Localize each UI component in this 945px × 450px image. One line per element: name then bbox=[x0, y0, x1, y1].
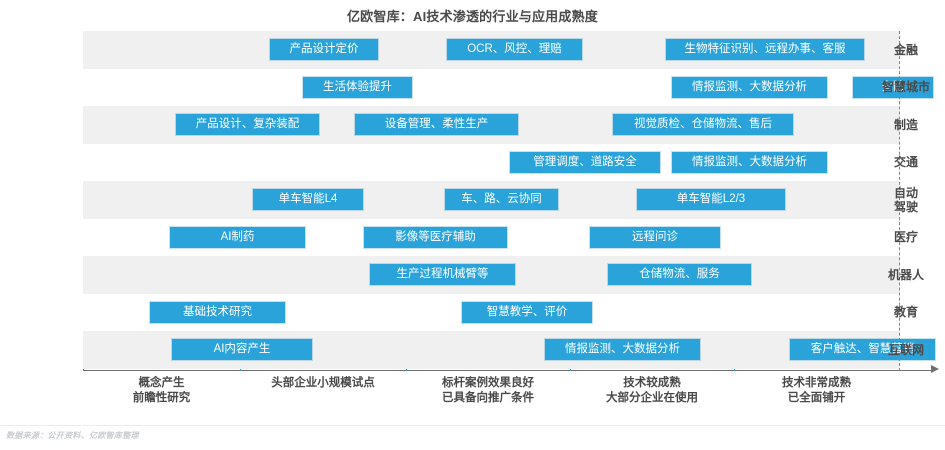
x-stage-label-3: 标杆案例效果良好已具备向推广条件 bbox=[406, 376, 570, 406]
x-axis-line bbox=[83, 370, 933, 371]
x-stage-label-line1: 头部企业小规模试点 bbox=[271, 377, 375, 389]
x-stage-label-line2: 前瞻性研究 bbox=[132, 392, 191, 404]
footer-divider bbox=[0, 425, 945, 426]
y-axis-label-医疗: 医疗 bbox=[867, 230, 945, 244]
y-axis-label-line: 医疗 bbox=[893, 230, 918, 245]
gridline-5 bbox=[899, 31, 900, 371]
x-stage-label-line1: 技术非常成熟 bbox=[782, 377, 851, 389]
bar-segment[interactable]: 远程问诊 bbox=[590, 226, 720, 248]
y-axis-label-交通: 交通 bbox=[867, 155, 945, 169]
x-stage-label-line1: 概念产生 bbox=[138, 377, 185, 389]
x-stage-label-4: 技术较成熟大部分企业在使用 bbox=[570, 376, 734, 406]
bar-segment[interactable]: 安防 bbox=[853, 76, 933, 98]
bar-segment[interactable]: 生物特征识别、远程办事、客服 bbox=[666, 39, 864, 61]
bar-segment[interactable]: 影像等医疗辅助 bbox=[364, 226, 507, 248]
chart-row: 生活体验提升 情报监测、大数据分析 安防 bbox=[83, 68, 933, 106]
bar-segment[interactable]: 基础技术研究 bbox=[150, 301, 285, 323]
chart-row: 产品设计、复杂装配 设备管理、柔性生产 视觉质检、仓储物流、售后 bbox=[83, 106, 899, 144]
y-axis-label-教育: 教育 bbox=[867, 305, 945, 319]
bar-segment[interactable]: 设备管理、柔性生产 bbox=[355, 114, 518, 136]
x-stage-label-1: 概念产生前瞻性研究 bbox=[83, 376, 240, 406]
x-stage-label-line2: 大部分企业在使用 bbox=[606, 392, 698, 404]
y-axis-label-制造: 制造 bbox=[867, 118, 945, 132]
y-axis-label-机器人: 机器人 bbox=[867, 268, 945, 282]
bar-segment[interactable]: 情报监测、大数据分析 bbox=[545, 339, 700, 361]
bar-segment[interactable]: 客户触达、智慧营销 bbox=[790, 339, 935, 361]
x-stage-label-line1: 标杆案例效果良好 bbox=[442, 377, 534, 389]
bar-segment[interactable]: AI制药 bbox=[170, 226, 305, 248]
bar-segment[interactable]: 单车智能L4 bbox=[253, 189, 363, 211]
bar-segment[interactable]: AI内容产生 bbox=[172, 339, 312, 361]
bar-segment[interactable]: 车、路、云协同 bbox=[445, 189, 558, 211]
x-axis-arrow-icon bbox=[931, 365, 939, 373]
y-axis-label-line: 金融 bbox=[893, 42, 918, 57]
y-axis-label-line: 教育 bbox=[893, 305, 918, 320]
bar-segment[interactable]: 产品设计定价 bbox=[270, 39, 378, 61]
bar-segment[interactable]: 管理调度、道路安全 bbox=[510, 151, 660, 173]
bar-segment[interactable]: 产品设计、复杂装配 bbox=[176, 114, 319, 136]
chart-row: AI制药 影像等医疗辅助 远程问诊 bbox=[83, 218, 899, 256]
x-stage-label-5: 技术非常成熟已全面铺开 bbox=[734, 376, 899, 406]
bar-segment[interactable]: 情报监测、大数据分析 bbox=[672, 151, 827, 173]
y-axis-label-line: 制造 bbox=[893, 117, 918, 132]
chart-row: 基础技术研究 智慧教学、评价 bbox=[83, 293, 899, 331]
y-axis-label-自动驾驶: 自动驾驶 bbox=[867, 186, 945, 214]
source-note: 数据来源：公开资料、亿欧智库整理 bbox=[6, 431, 139, 440]
chart-row: 生产过程机械臂等 仓储物流、服务 bbox=[83, 256, 899, 294]
bar-segment[interactable]: OCR、风控、理赔 bbox=[447, 39, 582, 61]
bar-segment[interactable]: 情报监测、大数据分析 bbox=[672, 76, 827, 98]
chart-row: 单车智能L4 车、路、云协同 单车智能L2/3 bbox=[83, 181, 899, 219]
bar-segment[interactable]: 仓储物流、服务 bbox=[608, 264, 751, 286]
chart-row: AI内容产生 情报监测、大数据分析 客户触达、智慧营销 bbox=[83, 331, 935, 369]
x-stage-label-2: 头部企业小规模试点 bbox=[240, 376, 406, 391]
y-axis-label-智慧城市: 智慧城市 bbox=[867, 80, 945, 94]
bar-segment[interactable]: 智慧教学、评价 bbox=[462, 301, 592, 323]
chart-row: 产品设计定价 OCR、风控、理赔 生物特征识别、远程办事、客服 bbox=[83, 31, 899, 69]
y-axis-label-line: 互联网 bbox=[887, 342, 924, 357]
chart-row: 管理调度、道路安全情报监测、大数据分析 bbox=[83, 143, 899, 181]
bar-segment[interactable]: 生活体验提升 bbox=[303, 76, 412, 98]
y-axis-label-line: 交通 bbox=[893, 155, 918, 170]
page-title: 亿欧智库：AI技术渗透的行业与应用成熟度 bbox=[346, 9, 598, 24]
x-stage-label-line2: 已全面铺开 bbox=[787, 392, 846, 404]
x-stage-label-line2: 已具备向推广条件 bbox=[442, 392, 534, 404]
x-stage-label-line1: 技术较成熟 bbox=[623, 377, 681, 389]
bar-segment[interactable]: 单车智能L2/3 bbox=[637, 189, 785, 211]
bar-segment[interactable]: 生产过程机械臂等 bbox=[370, 264, 515, 286]
y-axis-label-line: 驾驶 bbox=[893, 199, 918, 214]
y-axis-label-line: 自动 bbox=[893, 185, 918, 200]
y-axis-label-line: 机器人 bbox=[887, 267, 924, 282]
y-axis-label-金融: 金融 bbox=[867, 43, 945, 57]
bar-segment[interactable]: 视觉质检、仓储物流、售后 bbox=[613, 114, 793, 136]
y-axis-label-互联网: 互联网 bbox=[867, 343, 945, 357]
y-axis-label-line: 智慧城市 bbox=[881, 80, 930, 95]
